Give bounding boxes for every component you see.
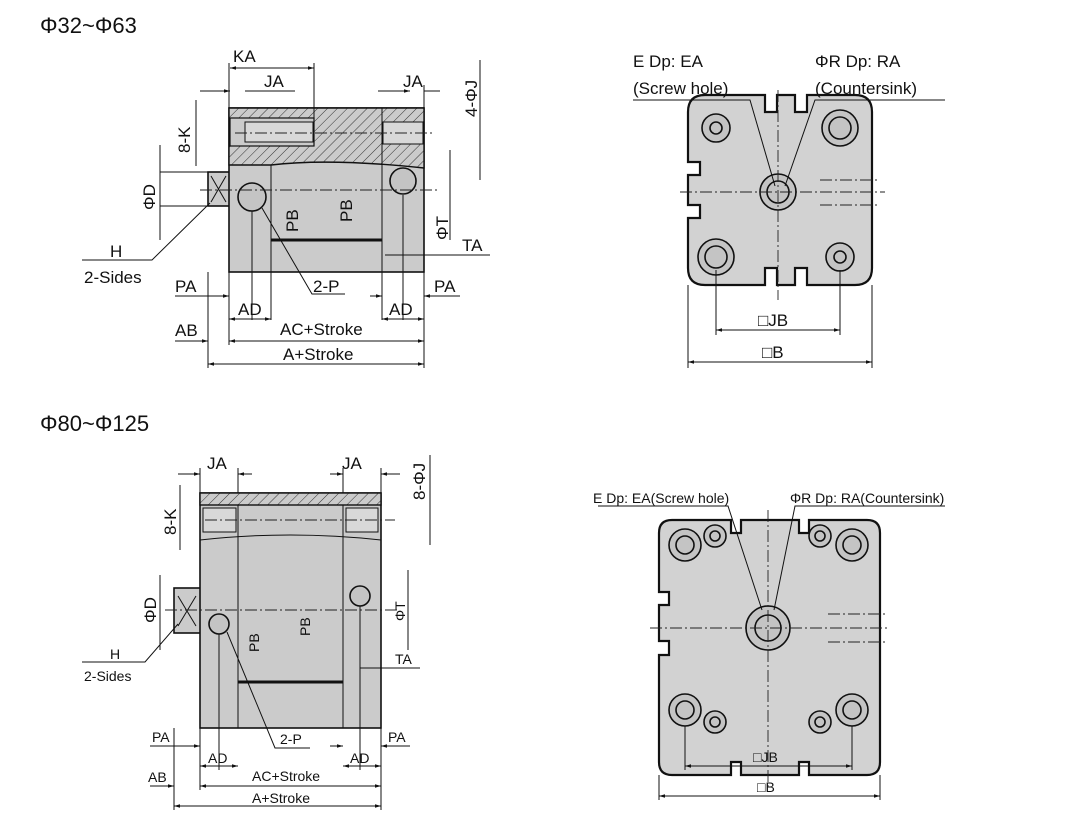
screw-hole-label: E Dp: EA(Screw hole)	[593, 490, 729, 506]
dim-P: 2-P	[313, 277, 339, 296]
dim-PB-right: PB	[297, 617, 313, 636]
side-view-80-125: Φ80~Φ125	[40, 411, 431, 810]
port-hole	[208, 613, 230, 635]
dim-A: A+Stroke	[252, 790, 310, 806]
dim-JB: □JB	[753, 749, 778, 765]
dim-B: □B	[757, 779, 775, 795]
port-hole	[389, 167, 417, 195]
dim-JA-right: JA	[342, 454, 363, 473]
dim-JA-left: JA	[264, 72, 285, 91]
dim-J: 4-ΦJ	[462, 80, 481, 117]
dim-PA-left: PA	[175, 277, 197, 296]
dim-H: H	[110, 646, 120, 662]
dim-AC: AC+Stroke	[252, 768, 320, 784]
dim-J: 8-ΦJ	[410, 463, 429, 500]
dim-K: 8-K	[175, 126, 194, 153]
dim-JB: □JB	[758, 311, 788, 330]
dim-H: H	[110, 242, 122, 261]
dim-TA: TA	[462, 236, 483, 255]
dim-T: ΦT	[392, 601, 408, 621]
dim-K: 8-K	[161, 508, 180, 535]
port-hole	[237, 182, 267, 212]
end-view-32-63: E Dp: EA (Screw hole) ΦR Dp: RA (Counter…	[633, 52, 945, 368]
dim-AD-left: AD	[238, 300, 262, 319]
countersink-label: ΦR Dp: RA	[815, 52, 901, 71]
dim-D: ΦD	[140, 184, 159, 210]
dim-AB: AB	[175, 321, 198, 340]
port-hole	[349, 585, 371, 607]
dim-B: □B	[762, 343, 784, 362]
dim-PB-right: PB	[337, 199, 356, 222]
dim-TA: TA	[395, 651, 413, 667]
dim-JA-right: JA	[403, 72, 424, 91]
dim-AC: AC+Stroke	[280, 320, 363, 339]
dim-D: ΦD	[141, 597, 160, 623]
dim-AD-right: AD	[350, 750, 369, 766]
dim-PB-left: PB	[283, 209, 302, 232]
dim-KA: KA	[233, 47, 256, 66]
dim-PB-left: PB	[246, 633, 262, 652]
section-title-80-125: Φ80~Φ125	[40, 411, 149, 436]
end-view-80-125: E Dp: EA(Screw hole) ΦR Dp: RA(Countersi…	[593, 490, 945, 800]
dim-A: A+Stroke	[283, 345, 353, 364]
dim-P: 2-P	[280, 731, 302, 747]
countersink-label: ΦR Dp: RA(Countersink)	[790, 490, 944, 506]
dim-AB: AB	[148, 769, 167, 785]
dim-T: ΦT	[433, 216, 452, 240]
dim-PA-right: PA	[388, 729, 406, 745]
dim-H-note: 2-Sides	[84, 668, 131, 684]
side-view-32-63: Φ32~Φ63	[40, 13, 490, 368]
dim-PA-right: PA	[434, 277, 456, 296]
screw-hole-label: E Dp: EA	[633, 52, 704, 71]
countersink-note: (Countersink)	[815, 79, 917, 98]
dim-AD-left: AD	[208, 750, 227, 766]
dim-JA-left: JA	[207, 454, 228, 473]
dim-PA-left: PA	[152, 729, 170, 745]
dim-H-note: 2-Sides	[84, 268, 142, 287]
section-title-32-63: Φ32~Φ63	[40, 13, 137, 38]
dim-AD-right: AD	[389, 300, 413, 319]
screw-hole-note: (Screw hole)	[633, 79, 728, 98]
